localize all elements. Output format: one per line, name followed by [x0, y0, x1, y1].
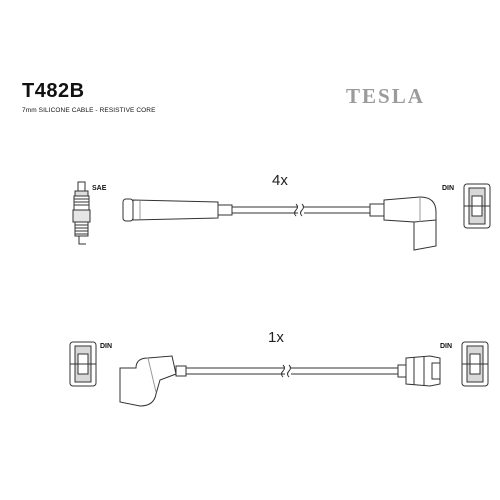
upper-left-terminal-label: SAE — [92, 185, 107, 192]
din-terminal-icon — [69, 341, 97, 387]
straight-boot — [397, 355, 441, 387]
upper-quantity: 4x — [272, 172, 288, 189]
lower-right-terminal-label: DIN — [440, 343, 452, 350]
din-terminal-icon — [461, 341, 489, 387]
straight-boot — [122, 198, 233, 222]
lower-left-terminal-label: DIN — [100, 343, 112, 350]
angled-boot — [119, 355, 187, 407]
lower-quantity: 1x — [268, 329, 284, 346]
brand-logo: TESLA — [346, 84, 425, 108]
lower-lead — [69, 341, 489, 407]
part-number: T482B — [22, 80, 85, 102]
spark-plug-icon — [72, 181, 91, 245]
upper-lead — [72, 181, 491, 251]
angled-boot — [369, 196, 437, 251]
upper-right-terminal-label: DIN — [442, 185, 454, 192]
cable-spec: 7mm SILICONE CABLE - RESISTIVE CORE — [22, 107, 156, 114]
din-terminal-icon — [463, 183, 491, 229]
